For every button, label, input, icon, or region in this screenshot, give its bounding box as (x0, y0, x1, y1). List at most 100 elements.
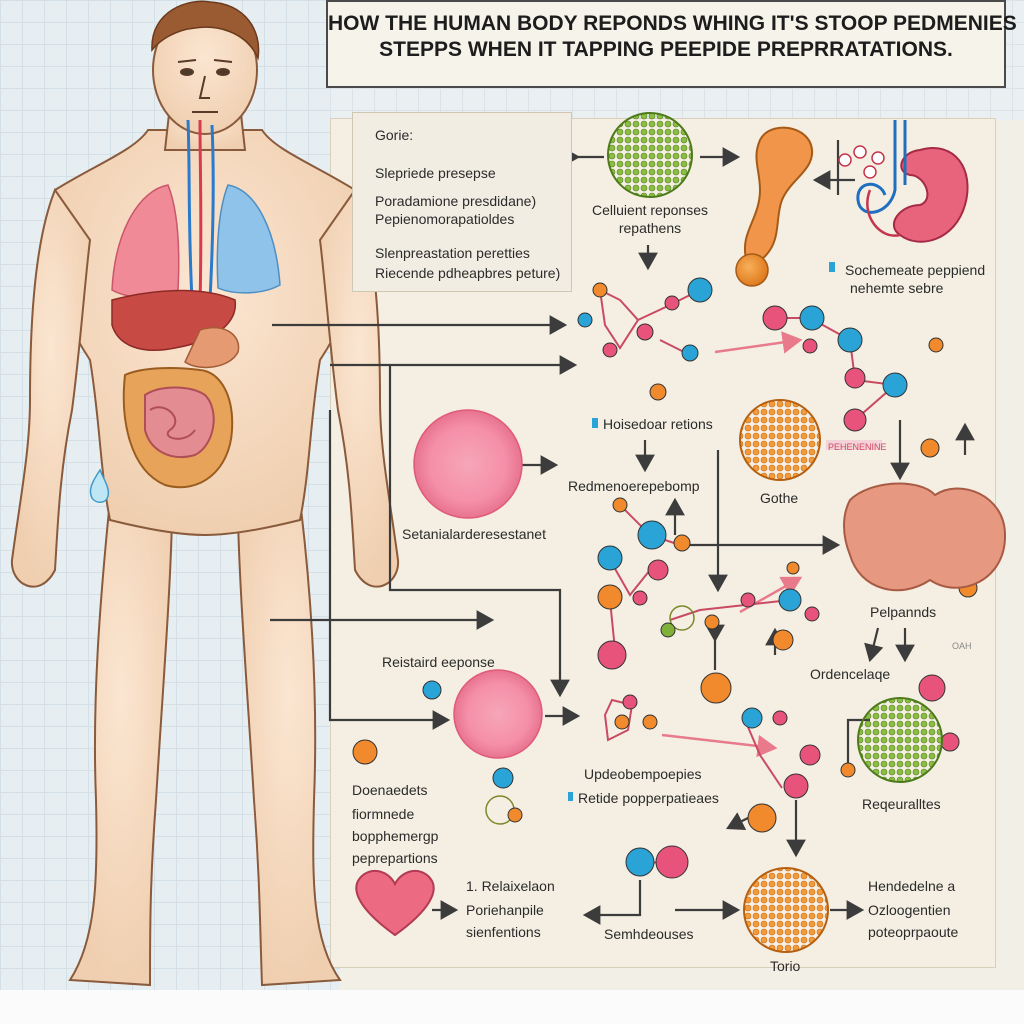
atom-green (660, 622, 676, 638)
label-ordencelaqe: Ordencelaqe (810, 666, 891, 682)
atom-blue (422, 680, 442, 700)
atom-blue (778, 588, 802, 612)
cell-icon (743, 867, 829, 953)
human-body-figure (10, 0, 400, 987)
atom-blue (837, 327, 863, 353)
face (177, 59, 233, 113)
label-hendedelne-3: poteoprpaoute (868, 924, 959, 940)
legend-item: Poradamione presdidane) (375, 193, 537, 209)
connector-arrows (270, 140, 975, 925)
label-hendedelne-2: Ozloogentien (868, 902, 951, 918)
atom-pink (664, 295, 680, 311)
atom-orange (747, 803, 777, 833)
atom-orange (840, 762, 856, 778)
atom-orange (928, 337, 944, 353)
legend-item: Slenpreastation peretties (375, 245, 530, 261)
atom-orange (597, 584, 623, 610)
title-line-2: STEPPS WHEN IT TAPPING PEEPIDE PREPRRATA… (379, 38, 953, 61)
atom-orange (673, 534, 691, 552)
label-pelpannds: Pelpannds (870, 604, 937, 620)
tissue-disc-icon (453, 669, 543, 759)
marker-square (829, 262, 835, 272)
atom-pink (802, 338, 818, 354)
atom-orange (614, 714, 630, 730)
atom-blue (687, 277, 713, 303)
atom-pink (843, 408, 867, 432)
muscle-icon (843, 482, 1007, 592)
pink-tag-bg (826, 440, 882, 450)
atom-pink (597, 640, 627, 670)
intestines-icon (122, 366, 234, 489)
label-reistaird-response: Reistaird eeponse (382, 654, 495, 670)
label-rednenerapebomp: Redmenoerepebomp (568, 478, 700, 494)
cell-icon (607, 112, 693, 198)
blood-vessel-icon (186, 119, 215, 306)
right-lung-icon (216, 184, 281, 294)
label-setanial: Setanialarderesestanet (402, 526, 546, 542)
atom-blue (625, 847, 655, 877)
heart-icon (355, 869, 435, 937)
label-retide-pdpephatenes: Retide popperpatieaes (578, 790, 719, 806)
label-relaixelaon-2: Poriehanpile (466, 902, 544, 918)
atom-orange (772, 629, 794, 651)
legend-heading: Gorie: (375, 127, 414, 143)
label-pink-tag: PEHENENINE (828, 442, 887, 452)
label-reqeuralltes: Reqeuralltes (862, 796, 941, 812)
label-cellular-responses-2: repathens (618, 220, 682, 236)
label-semhdeouses: Semhdeouses (604, 926, 694, 942)
label-small-tag: OAH (952, 641, 972, 651)
atom-pink (940, 732, 960, 752)
label-relaixelaon-3: sienfentions (466, 924, 541, 940)
hair (151, 0, 260, 61)
atom-orange (507, 807, 523, 823)
atoms (352, 277, 978, 879)
label-updeobemporpies: Updeobempoepies (584, 766, 702, 782)
atom-blue (637, 520, 667, 550)
label-top-right-note-2: nehemte sebre (850, 280, 944, 296)
gland-drop-icon (735, 253, 769, 287)
atom-pink (602, 342, 618, 358)
kidney-icon (856, 120, 969, 243)
atom-pink (647, 559, 669, 581)
atom-orange (592, 282, 608, 298)
label-gothe: Gothe (760, 490, 799, 506)
atom-pink (783, 773, 809, 799)
label-hendedelne-1: Hendedelne a (868, 878, 956, 894)
atom-pink (799, 744, 821, 766)
marker-square (568, 792, 573, 801)
label-hoisenear-rations: Hoisedoar retions (603, 416, 713, 432)
atom-pink (918, 674, 946, 702)
cell-icon (739, 399, 821, 481)
atom-blue (799, 305, 825, 331)
atom-orange (704, 614, 720, 630)
body-outline (10, 5, 400, 987)
legend-box: Gorie: Slepriede presepse Poradamione pr… (352, 112, 572, 292)
atom-blue (577, 312, 593, 328)
gland-icon (743, 126, 814, 265)
atom-orange (700, 672, 732, 704)
label-doenaedets-2: fiormnede (352, 806, 415, 822)
atom-blue (597, 545, 623, 571)
atom-orange (612, 497, 628, 513)
atom-orange (920, 438, 940, 458)
label-top-right-note-1: Sochemeate peppiend (845, 262, 986, 278)
title-line-1: HOW THE HUMAN BODY REPONDS WHING IT'S ST… (328, 12, 1017, 35)
molecule-icon (838, 145, 885, 179)
title-box: HOW THE HUMAN BODY REPONDS WHING IT'S ST… (326, 0, 1017, 88)
atom-pink (844, 367, 866, 389)
legend-item: Riecende pdheapbres peture) (375, 265, 561, 281)
atom-pink (762, 305, 788, 331)
legend-item: Pepienomorapatioldes (375, 211, 515, 227)
atom-pink (622, 694, 638, 710)
label-torio: Torio (770, 958, 801, 974)
label-cellular-responses-1: Celluient reponses (592, 202, 708, 218)
atom-blue (882, 372, 908, 398)
lungs (111, 184, 281, 299)
label-doenaedets-4: peprepartions (352, 850, 438, 866)
atom-pink (740, 592, 756, 608)
atom-orange (642, 714, 658, 730)
atom-orange (649, 383, 667, 401)
atom-pink (772, 710, 788, 726)
atom-blue (681, 344, 699, 362)
